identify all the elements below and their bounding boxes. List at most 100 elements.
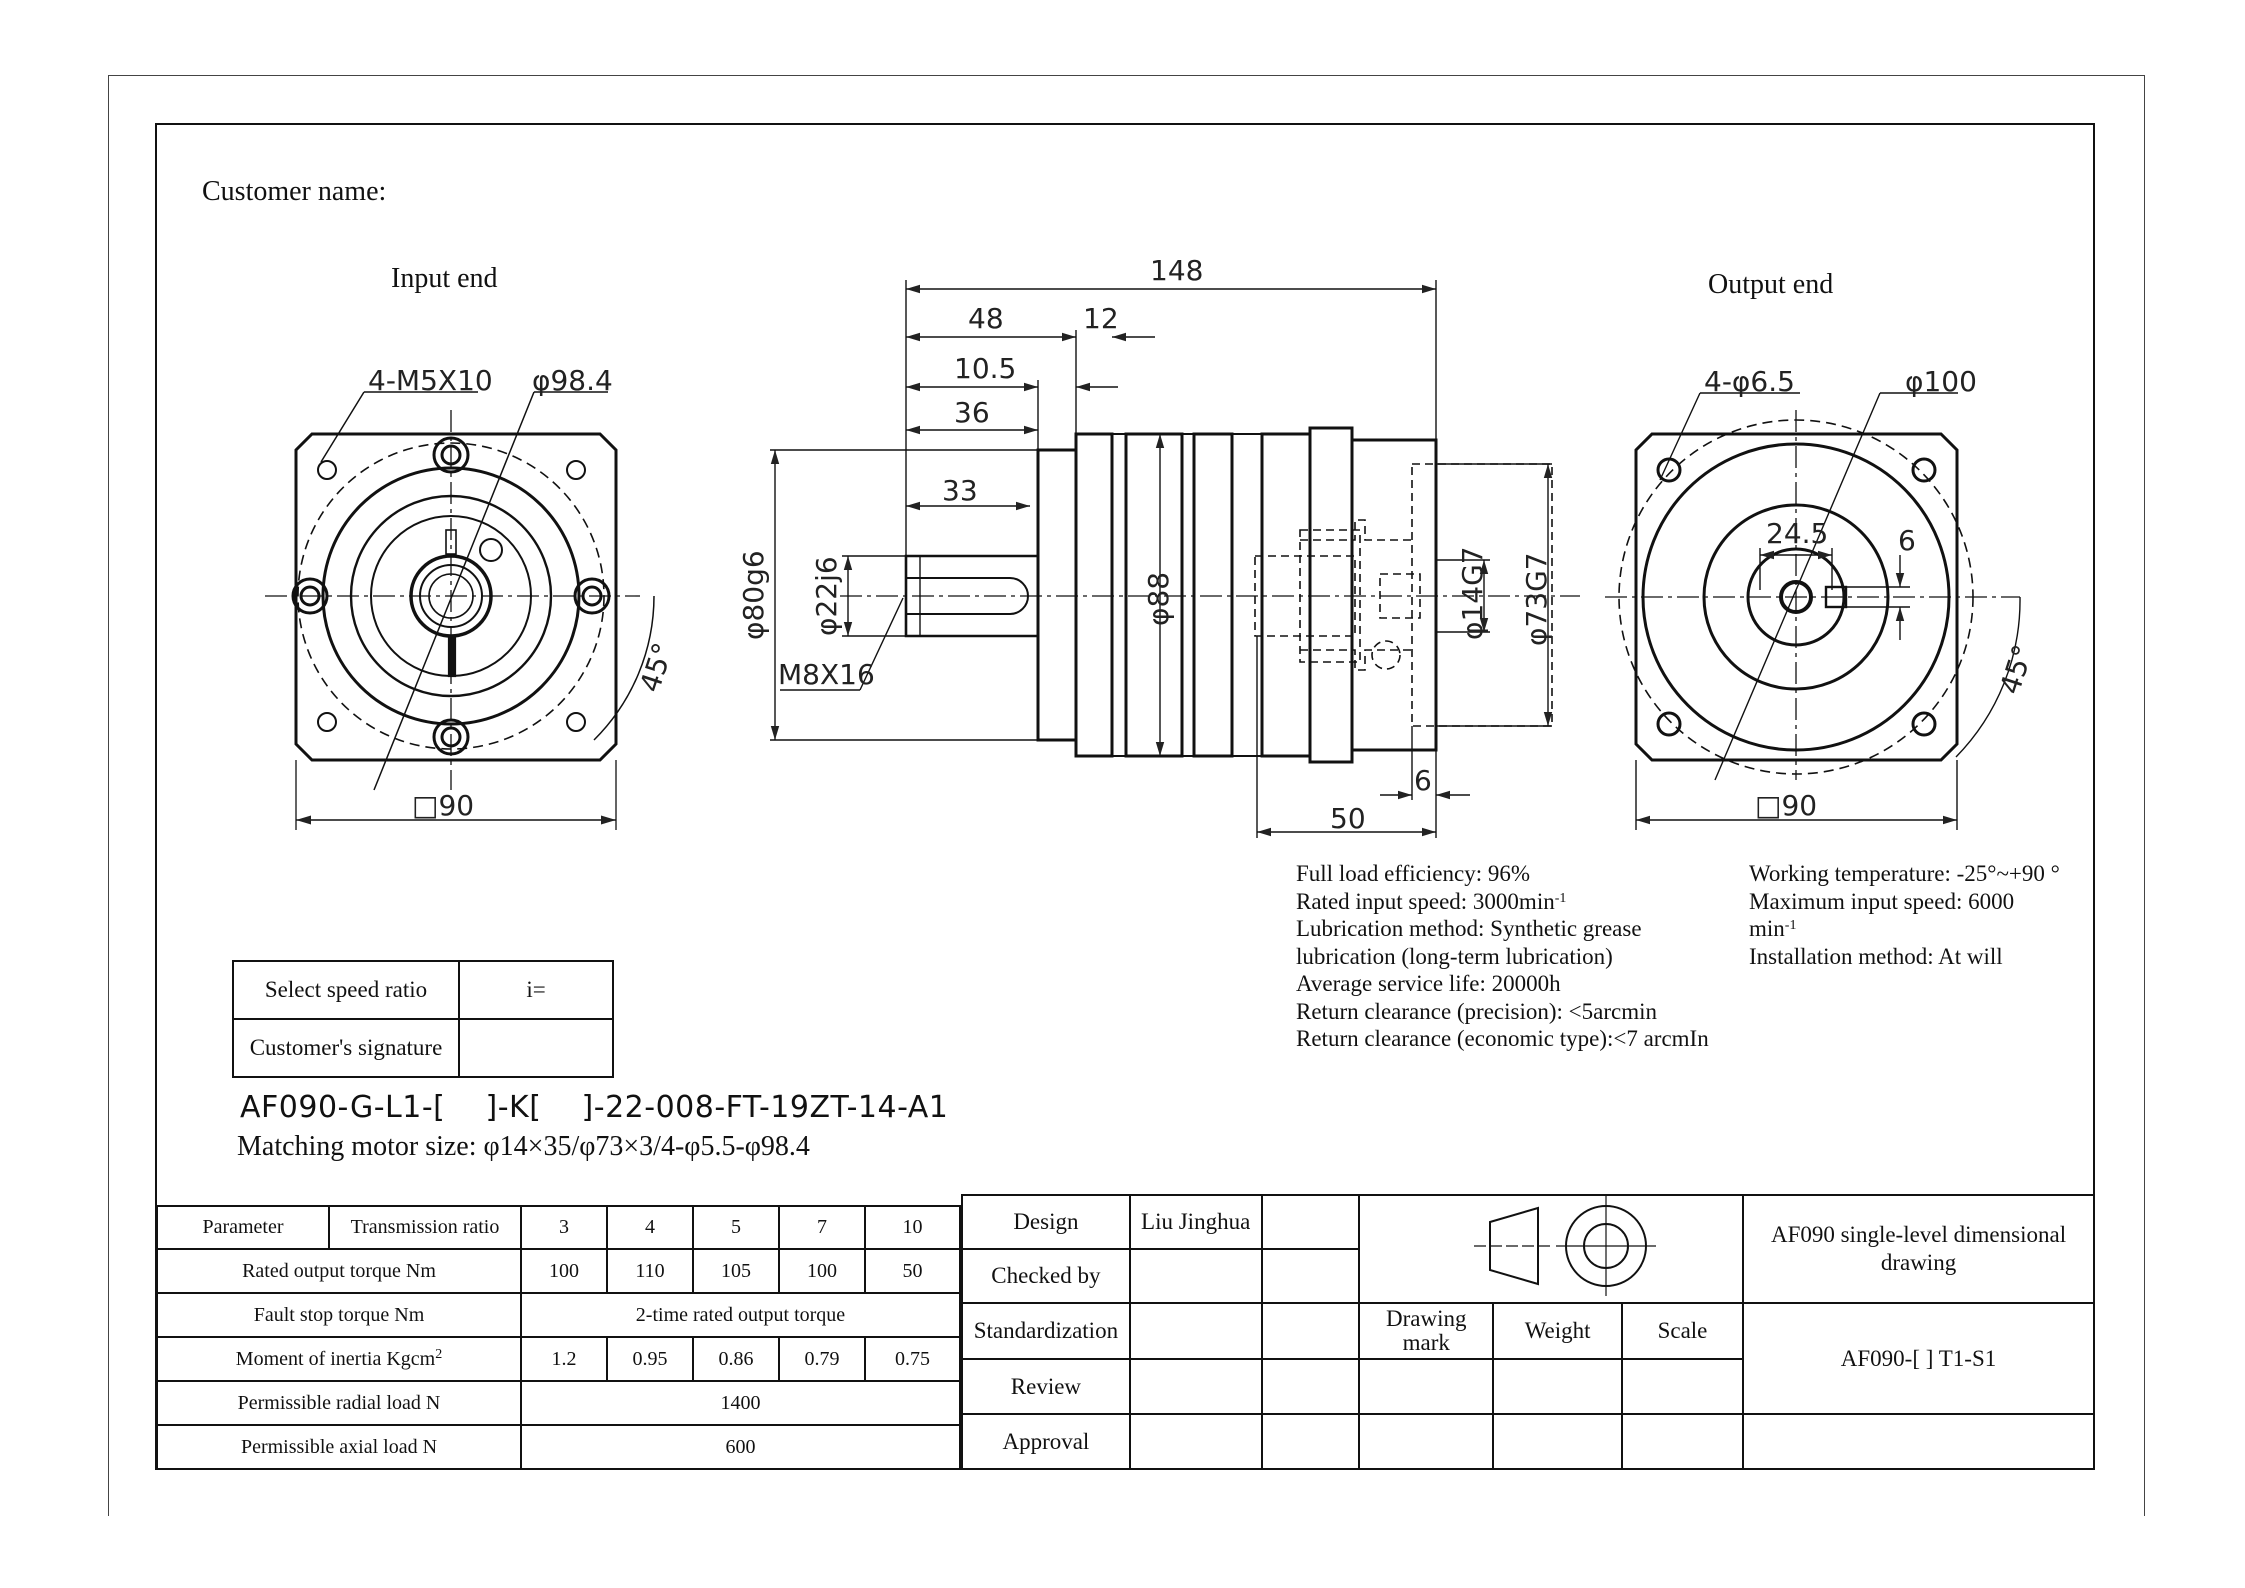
drawing-title: AF090 single-level dimensional drawing bbox=[1742, 1194, 2095, 1304]
inertia-cell: 0.86 bbox=[692, 1336, 780, 1382]
pilot-dia-dim: φ73G7 bbox=[1520, 552, 1553, 646]
signature-value[interactable] bbox=[458, 1018, 614, 1078]
blank-cell bbox=[1492, 1358, 1623, 1415]
specs-left: Full load efficiency: 96% Rated input sp… bbox=[1296, 860, 1709, 1053]
axial-label: Permissible axial load N bbox=[156, 1424, 522, 1470]
dim-6-bottom: 6 bbox=[1414, 764, 1432, 797]
ratio-cell: 10 bbox=[864, 1205, 961, 1250]
input-flange-square bbox=[294, 432, 618, 762]
spec-max-speed-unit: min bbox=[1749, 916, 1785, 941]
spec-lubrication: Lubrication method: Synthetic grease bbox=[1296, 916, 1642, 941]
spec-rated-speed-sup: -1 bbox=[1554, 890, 1567, 906]
dim-48: 48 bbox=[968, 302, 1004, 335]
blank-cell bbox=[1492, 1413, 1623, 1470]
header-parameter: Parameter bbox=[156, 1205, 330, 1250]
motor-size: Matching motor size: φ14×35/φ73×3/4-φ5.5… bbox=[237, 1131, 810, 1162]
blank-cell bbox=[1358, 1358, 1495, 1415]
select-ratio-label: Select speed ratio bbox=[232, 960, 460, 1020]
input-angle-dim: 45° bbox=[633, 639, 680, 696]
standardization-label: Standardization bbox=[961, 1302, 1131, 1360]
select-ratio-value[interactable]: i= bbox=[458, 960, 614, 1020]
blank-cell bbox=[1128, 1248, 1263, 1304]
output-holes-dim: 4-φ6.5 bbox=[1704, 365, 1795, 398]
output-end-view bbox=[1605, 392, 2021, 830]
dim-36: 36 bbox=[954, 396, 990, 429]
torque-cell: 105 bbox=[692, 1248, 780, 1294]
radial-value: 1400 bbox=[520, 1380, 961, 1426]
model-code: AF090-G-L1-[ ]-K[ ]-22-008-FT-19ZT-14-A1 bbox=[240, 1090, 949, 1125]
torque-cell: 50 bbox=[864, 1248, 961, 1294]
output-end-title: Output end bbox=[1708, 269, 1834, 300]
blank-cell bbox=[1128, 1413, 1263, 1470]
projection-symbol-cell bbox=[1358, 1194, 1745, 1304]
blank-cell bbox=[1260, 1302, 1361, 1360]
spec-installation: Installation method: At will bbox=[1749, 943, 2003, 969]
drawing-number: AF090-[ ] T1-S1 bbox=[1742, 1302, 2095, 1415]
total-length-dim: 148 bbox=[1150, 254, 1203, 287]
spec-rated-speed: Rated input speed: 3000min bbox=[1296, 888, 1555, 914]
input-pcd-dim: φ98.4 bbox=[532, 364, 613, 397]
inertia-cell: 0.95 bbox=[606, 1336, 694, 1382]
torque-label: Rated output torque Nm bbox=[156, 1248, 522, 1294]
dim-12: 12 bbox=[1083, 302, 1119, 335]
shaft-dia-dim: φ80g6 bbox=[737, 550, 770, 640]
scale-label: Scale bbox=[1620, 1302, 1745, 1360]
title-block: Design Liu Jinghua AF090 single-level di… bbox=[961, 1194, 2095, 1470]
designer-name: Liu Jinghua bbox=[1128, 1194, 1263, 1250]
spec-max-speed: Maximum input speed: 6000 bbox=[1749, 888, 2015, 914]
spec-working-temp: Working temperature: -25°~+90 ° bbox=[1749, 861, 2060, 886]
key-dia-dim: φ22j6 bbox=[810, 556, 843, 636]
blank-cell bbox=[1620, 1413, 1745, 1470]
dim-33: 33 bbox=[942, 474, 978, 507]
customer-name-label: Customer name: bbox=[202, 176, 387, 207]
spec-clearance-economic: Return clearance (economic type):<7 arcm… bbox=[1296, 1026, 1709, 1051]
input-end-view bbox=[265, 391, 655, 830]
spec-service-life: Average service life: 20000h bbox=[1296, 971, 1561, 996]
fault-label: Fault stop torque Nm bbox=[156, 1292, 522, 1338]
design-label: Design bbox=[961, 1194, 1131, 1250]
dim-10-5: 10.5 bbox=[954, 352, 1016, 385]
ratio-cell: 7 bbox=[778, 1205, 866, 1250]
inertia-cell: 0.75 bbox=[864, 1336, 961, 1382]
input-square-dim: □90 bbox=[412, 789, 474, 822]
blank-cell bbox=[1128, 1358, 1263, 1415]
fault-value: 2-time rated output torque bbox=[520, 1292, 961, 1338]
blank-cell bbox=[1358, 1413, 1495, 1470]
inertia-sup: 2 bbox=[435, 1346, 443, 1362]
blank-cell bbox=[1742, 1413, 2095, 1470]
axial-value: 600 bbox=[520, 1424, 961, 1470]
torque-cell: 110 bbox=[606, 1248, 694, 1294]
torque-cell: 100 bbox=[520, 1248, 608, 1294]
inertia-cell: 0.79 bbox=[778, 1336, 866, 1382]
spec-efficiency: Full load efficiency: 96% bbox=[1296, 861, 1530, 886]
spec-lubrication-2: lubrication (long-term lubrication) bbox=[1296, 943, 1613, 969]
sheet-outer-border bbox=[108, 75, 2145, 1516]
signature-label: Customer's signature bbox=[232, 1018, 460, 1078]
ratio-cell: 5 bbox=[692, 1205, 780, 1250]
dim-50: 50 bbox=[1330, 802, 1366, 835]
drawing-frame bbox=[155, 123, 2095, 1470]
inertia-label-cell: Moment of inertia Kgcm2 bbox=[156, 1336, 522, 1382]
output-flange-square bbox=[1634, 432, 1959, 762]
output-square-dim: □90 bbox=[1755, 789, 1817, 822]
blank-cell bbox=[1260, 1194, 1361, 1250]
ratio-cell: 3 bbox=[520, 1205, 608, 1250]
spec-clearance-precision: Return clearance (precision): <5arcmin bbox=[1296, 998, 1657, 1024]
review-label: Review bbox=[961, 1358, 1131, 1415]
bore-dia-dim: φ14G7 bbox=[1456, 546, 1489, 640]
parameter-table: Parameter Transmission ratio 3 4 5 7 10 … bbox=[156, 1205, 961, 1470]
blank-cell bbox=[1260, 1413, 1361, 1470]
side-view bbox=[770, 280, 1580, 838]
drawing-mark-label: Drawing mark bbox=[1358, 1302, 1495, 1360]
spec-max-speed-sup: -1 bbox=[1784, 918, 1797, 933]
specs-right: Working temperature: -25°~+90 ° Maximum … bbox=[1749, 860, 2060, 970]
output-angle-dim: 45° bbox=[1993, 641, 2040, 698]
inertia-cell: 1.2 bbox=[520, 1336, 608, 1382]
output-pcd-dim: φ100 bbox=[1905, 365, 1977, 398]
radial-label: Permissible radial load N bbox=[156, 1380, 522, 1426]
blank-cell bbox=[1620, 1358, 1745, 1415]
header-transmission-ratio: Transmission ratio bbox=[328, 1205, 522, 1250]
input-end-title: Input end bbox=[391, 263, 498, 294]
weight-label: Weight bbox=[1492, 1302, 1623, 1360]
